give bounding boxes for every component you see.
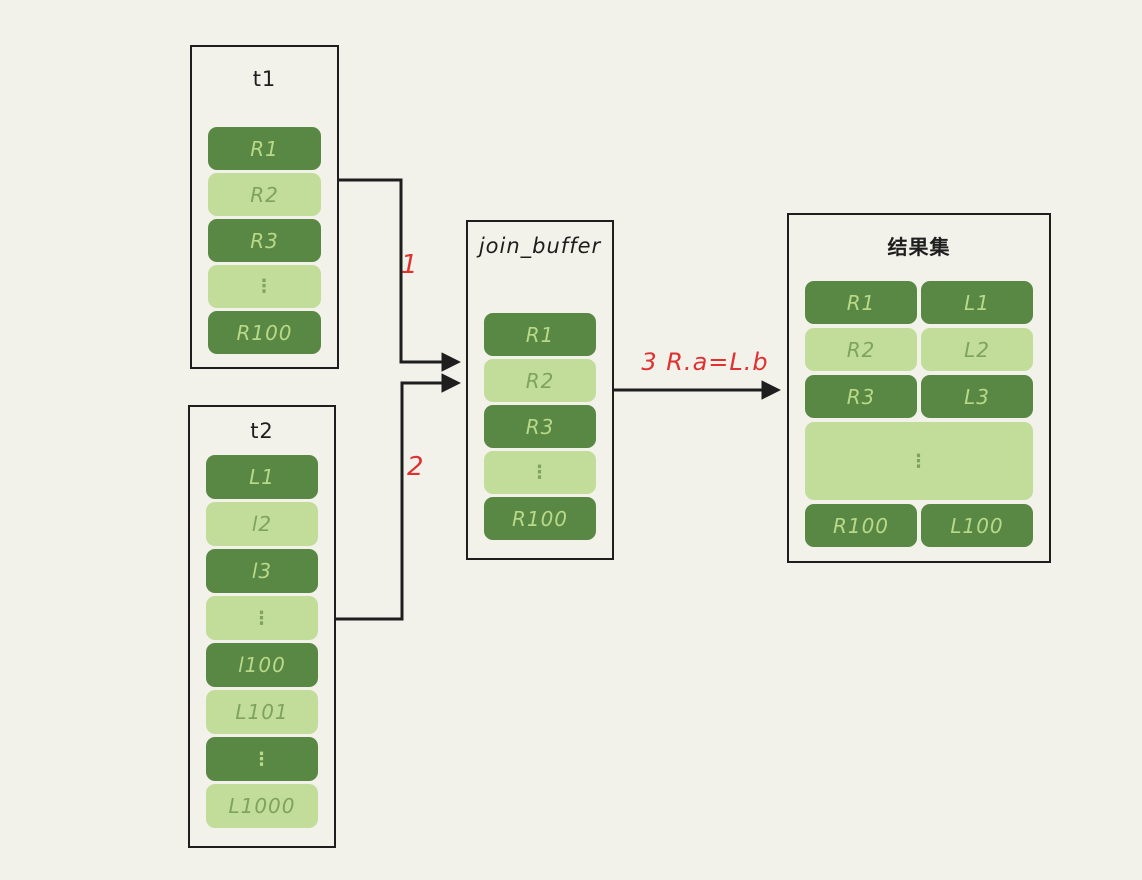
table-t2-rows: L1 l2 l3 ⋮ l100 L101 ⋮ L1000 xyxy=(190,455,334,828)
join-buffer-row-r100: R100 xyxy=(484,497,596,540)
result-row3-left: R3 xyxy=(805,375,917,418)
result-row-dots: ⋮ xyxy=(805,422,1033,500)
t2-row-l101: L101 xyxy=(206,690,318,734)
result-row5-left: R100 xyxy=(805,504,917,547)
join-buffer-row-r3: R3 xyxy=(484,405,596,448)
t2-row-l3: l3 xyxy=(206,549,318,593)
t1-row-dots: ⋮ xyxy=(208,265,321,308)
t2-row-l2: l2 xyxy=(206,502,318,546)
result-row1-left: R1 xyxy=(805,281,917,324)
arrow-t2-to-join-buffer xyxy=(334,373,461,621)
join-buffer-row-r1: R1 xyxy=(484,313,596,356)
t1-row-r3: R3 xyxy=(208,219,321,262)
table-t1-title: t1 xyxy=(252,67,277,91)
t2-row-l1: L1 xyxy=(206,455,318,499)
t2-row-dots2: ⋮ xyxy=(206,737,318,781)
join-buffer-row-dots: ⋮ xyxy=(484,451,596,494)
t1-row-r100: R100 xyxy=(208,311,321,354)
table-t2-title: t2 xyxy=(250,419,274,443)
step-3-condition-label: 3 R.a=L.b xyxy=(641,348,769,376)
result-row2-right: L2 xyxy=(921,328,1033,371)
result-set-box: 结果集 R1 L1 R2 L2 R3 L3 ⋮ R100 L100 xyxy=(787,213,1051,563)
join-buffer-rows: R1 R2 R3 ⋮ R100 xyxy=(468,313,612,540)
join-buffer-title: join_buffer xyxy=(478,234,602,258)
table-t1-rows: R1 R2 R3 ⋮ R100 xyxy=(192,127,337,354)
step-2-label: 2 xyxy=(407,452,424,482)
join-buffer-box: join_buffer R1 R2 R3 ⋮ R100 xyxy=(466,220,614,560)
t1-row-r1: R1 xyxy=(208,127,321,170)
join-buffer-row-r2: R2 xyxy=(484,359,596,402)
table-t2-box: t2 L1 l2 l3 ⋮ l100 L101 ⋮ L1000 xyxy=(188,405,336,848)
result-set-rows: R1 L1 R2 L2 R3 L3 ⋮ R100 L100 xyxy=(789,281,1049,547)
result-row2-left: R2 xyxy=(805,328,917,371)
t2-row-dots1: ⋮ xyxy=(206,596,318,640)
table-t1-box: t1 R1 R2 R3 ⋮ R100 xyxy=(190,45,339,369)
t2-row-l100: l100 xyxy=(206,643,318,687)
t2-row-l1000: L1000 xyxy=(206,784,318,828)
step-1-label: 1 xyxy=(401,250,418,280)
arrow-t1-to-join-buffer xyxy=(339,178,461,372)
result-row5-right: L100 xyxy=(921,504,1033,547)
t1-row-r2: R2 xyxy=(208,173,321,216)
result-row1-right: L1 xyxy=(921,281,1033,324)
result-row3-right: L3 xyxy=(921,375,1033,418)
result-set-title: 结果集 xyxy=(887,235,951,259)
